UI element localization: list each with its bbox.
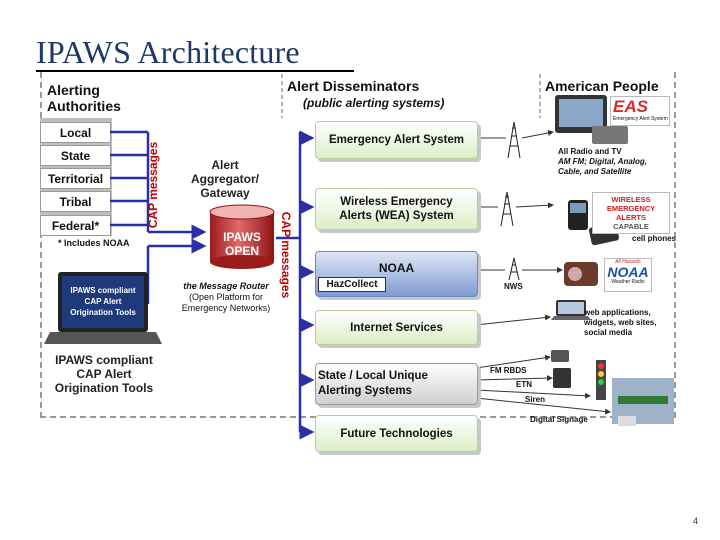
siren-label: Siren <box>525 395 546 404</box>
web-apps-label: web applications, widgets, web sites, so… <box>584 308 656 338</box>
radio-tv-label: All Radio and TV AM FM; Digital, Analog,… <box>558 147 647 177</box>
wea-logo-line4: CAPABLE <box>613 222 649 231</box>
aggregator-label: Alert Aggregator/ Gateway <box>181 158 269 200</box>
tools-label-line2: CAP Alert <box>76 367 132 381</box>
noaa-radio-logo: All Hazards NOAA Weather Radio <box>604 258 652 292</box>
internet-services-box: Internet Services <box>315 310 478 345</box>
fm-rbds-label: FM RBDS <box>490 366 527 375</box>
tools-label-line3: Origination Tools <box>54 381 154 395</box>
wea-box: Wireless Emergency Alerts (WEA) System <box>315 188 478 230</box>
web-devices-graphic <box>551 300 591 320</box>
wea-line1: Wireless Emergency <box>340 196 453 208</box>
authority-local: Local <box>40 122 111 143</box>
radio-graphic <box>564 262 598 286</box>
origination-tools-label: IPAWS compliant CAP Alert Origination To… <box>40 353 168 395</box>
future-technologies-box: Future Technologies <box>315 415 478 452</box>
state-devices-graphic <box>551 350 606 400</box>
noaa-logo-top: All Hazards <box>615 259 641 265</box>
alerting-authorities-heading: Alerting Authorities <box>47 82 121 114</box>
people-connectors <box>475 130 611 415</box>
ipaws-open-line2: OPEN <box>224 244 259 258</box>
laptop-graphic <box>44 272 162 344</box>
wea-logo-line2: EMERGENCY <box>606 204 656 213</box>
noaa-label: NOAA <box>378 261 415 275</box>
state-line1: State / Local Unique <box>318 370 428 382</box>
authorities-footnote: * Includes NOAA <box>58 238 130 248</box>
title-underline <box>36 70 354 72</box>
web-line2: widgets, web sites, <box>584 318 657 327</box>
wea-line2: Alerts (WEA) System <box>339 210 454 222</box>
aggregator-line3: Gateway <box>200 186 250 200</box>
authority-federal: Federal* <box>40 215 111 236</box>
state-local-box: State / Local Unique Alerting Systems <box>315 363 478 405</box>
eas-box: Emergency Alert System <box>315 121 478 159</box>
web-line3: social media <box>584 328 633 337</box>
american-people-heading: American People <box>545 78 659 94</box>
page-number: 4 <box>693 516 699 526</box>
tv-graphic <box>555 95 628 144</box>
cap-messages-left: CAP messages <box>146 141 160 229</box>
message-router-note: the Message Router (Open Platform for Em… <box>174 281 278 314</box>
router-line1: the Message Router <box>183 281 269 291</box>
cell-phones-label: cell phones <box>632 234 677 243</box>
authorities-heading-line1: Alerting <box>47 82 100 98</box>
alert-disseminators-heading: Alert Disseminators <box>287 78 420 94</box>
authority-territorial: Territorial <box>40 168 111 189</box>
wea-logo-line1: WIRELESS <box>611 195 651 204</box>
disseminator-connectors <box>276 130 315 440</box>
ipaws-open-line1: IPAWS <box>223 230 261 244</box>
wea-logo-line3: ALERTS <box>616 213 646 222</box>
web-line1: web applications, <box>584 308 651 317</box>
wea-capable-logo: WIRELESS EMERGENCY ALERTS CAPABLE <box>592 192 670 234</box>
ipaws-open-label: IPAWS OPEN <box>210 230 274 258</box>
radio-line1: All Radio and TV <box>558 147 622 156</box>
digital-signage-graphic <box>612 378 674 426</box>
noaa-logo-sub: Weather Radio <box>611 279 645 285</box>
ipaws-open-database <box>209 204 275 269</box>
etn-label: ETN <box>516 380 532 389</box>
tower-icons <box>500 121 521 281</box>
aggregator-line1: Alert <box>211 158 239 172</box>
radio-line2: AM FM; Digital, Analog, <box>558 157 648 166</box>
digital-signage-label: Digital Signage <box>530 415 588 424</box>
router-line2: (Open Platform for <box>188 292 264 302</box>
eas-logo: EAS Emergency Alert System <box>610 96 670 126</box>
cap-messages-right: CAP messages <box>279 211 293 299</box>
laptop-screen-text: IPAWS compliant CAP Alert Origination To… <box>70 286 136 317</box>
aggregator-line2: Aggregator/ <box>190 172 259 186</box>
authorities-heading-line2: Authorities <box>47 98 121 114</box>
hazcollect-label: HazCollect <box>318 277 386 292</box>
noaa-box: NOAA HazCollect <box>315 251 478 297</box>
tools-label-line1: IPAWS compliant <box>55 353 153 367</box>
eas-logo-text: EAS <box>613 97 648 116</box>
disseminators-subheading: (public alerting systems) <box>303 96 445 110</box>
slide-title: IPAWS Architecture <box>36 34 300 70</box>
state-line2: Alerting Systems <box>318 385 412 397</box>
radio-line3: Cable, and Satellite <box>558 167 632 176</box>
nws-label: NWS <box>504 282 523 291</box>
noaa-logo-main: NOAA <box>607 264 649 280</box>
router-line3: Emergency Networks) <box>181 303 271 313</box>
eas-logo-sub: Emergency Alert System <box>613 116 668 122</box>
authority-tribal: Tribal <box>40 191 111 212</box>
